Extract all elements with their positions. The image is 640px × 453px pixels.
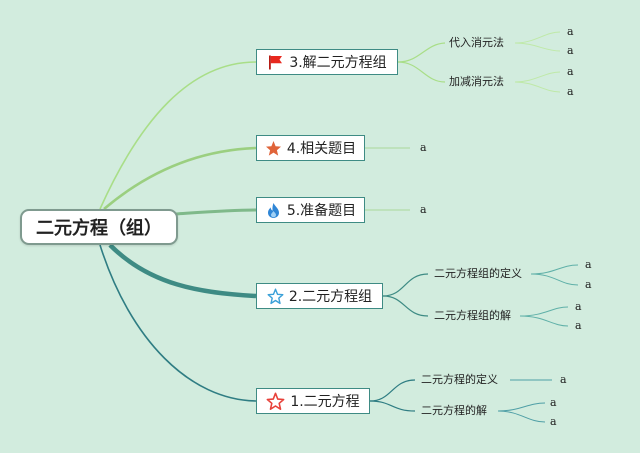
connector-b3-c2-leaf2 [514,81,561,93]
branch-2-child-2-leaf-2[interactable]: a [575,319,582,332]
connector-b2-c1-leaf2 [530,273,579,286]
branch-node-1[interactable]: 1.二元方程 [256,388,370,414]
branch-2-child-2-leaf-1[interactable]: a [575,300,582,313]
connector-b2-c2-leaf1 [519,306,569,317]
branch-1-child-1-leaf-1[interactable]: a [560,373,567,386]
connector-b3-c1-leaf2 [514,42,561,52]
connector-b1-c2-leaf2 [497,410,546,423]
connector-b1-c1 [369,379,416,402]
branch-node-3[interactable]: 3.解二元方程组 [256,49,398,75]
branch-1-child-1[interactable]: 二元方程的定义 [421,373,498,386]
blue-flame-icon [267,202,279,218]
outline-red-star-icon [266,392,285,410]
connector-b1-c2 [369,400,416,412]
branch-4-leaf-1[interactable]: a [420,141,427,154]
connector-b2-c2 [382,295,429,317]
branch-1-label: 1.二元方程 [290,394,360,410]
root-node[interactable]: 二元方程（组） [20,209,178,245]
root-label: 二元方程（组） [36,218,162,239]
orange-star-icon [265,140,281,156]
branch-3-child-2-leaf-2[interactable]: a [567,85,574,98]
branch-2-child-1-leaf-2[interactable]: a [585,278,592,291]
connector-b2-c1 [382,273,429,297]
branch-3-child-1-leaf-2[interactable]: a [567,44,574,57]
branch-2-label: 2.二元方程组 [288,289,373,305]
connector-b3-c1-leaf1 [514,31,561,44]
connector-b1-c2-leaf1 [497,402,546,412]
branch-1-child-2[interactable]: 二元方程的解 [421,404,487,417]
branch-node-4[interactable]: 4.相关题目 [256,135,365,161]
connector-root-b3 [99,61,257,210]
branch-2-child-1-leaf-1[interactable]: a [585,258,592,271]
branch-2-child-1[interactable]: 二元方程组的定义 [434,267,522,280]
branch-3-child-1-leaf-1[interactable]: a [567,25,574,38]
connector-b3-c2 [397,61,446,83]
branch-3-label: 3.解二元方程组 [289,55,387,71]
connector-root-b1 [99,244,257,402]
branch-2-child-2[interactable]: 二元方程组的解 [434,309,511,322]
branch-3-child-2-leaf-1[interactable]: a [567,65,574,78]
connector-root-b2 [108,243,257,299]
connector-root-b4 [103,146,257,210]
branch-4-label: 4.相关题目 [286,141,357,157]
connector-b3-c2-leaf1 [514,71,561,83]
connector-b2-c2-leaf2 [519,315,569,327]
branch-5-label: 5.准备题目 [286,203,357,219]
branch-node-5[interactable]: 5.准备题目 [256,197,365,223]
branch-5-leaf-1[interactable]: a [420,203,427,216]
branch-1-child-2-leaf-2[interactable]: a [550,415,557,428]
connector-root-b5 [175,208,257,216]
branch-3-child-1[interactable]: 代入消元法 [449,36,504,49]
branch-3-child-2[interactable]: 加减消元法 [449,75,504,88]
outline-blue-star-icon [267,288,284,304]
red-flag-icon [269,55,283,69]
connector-b3-c1 [397,42,446,63]
branch-1-child-2-leaf-1[interactable]: a [550,396,557,409]
connector-b2-c1-leaf1 [530,264,579,275]
branch-node-2[interactable]: 2.二元方程组 [256,283,383,309]
